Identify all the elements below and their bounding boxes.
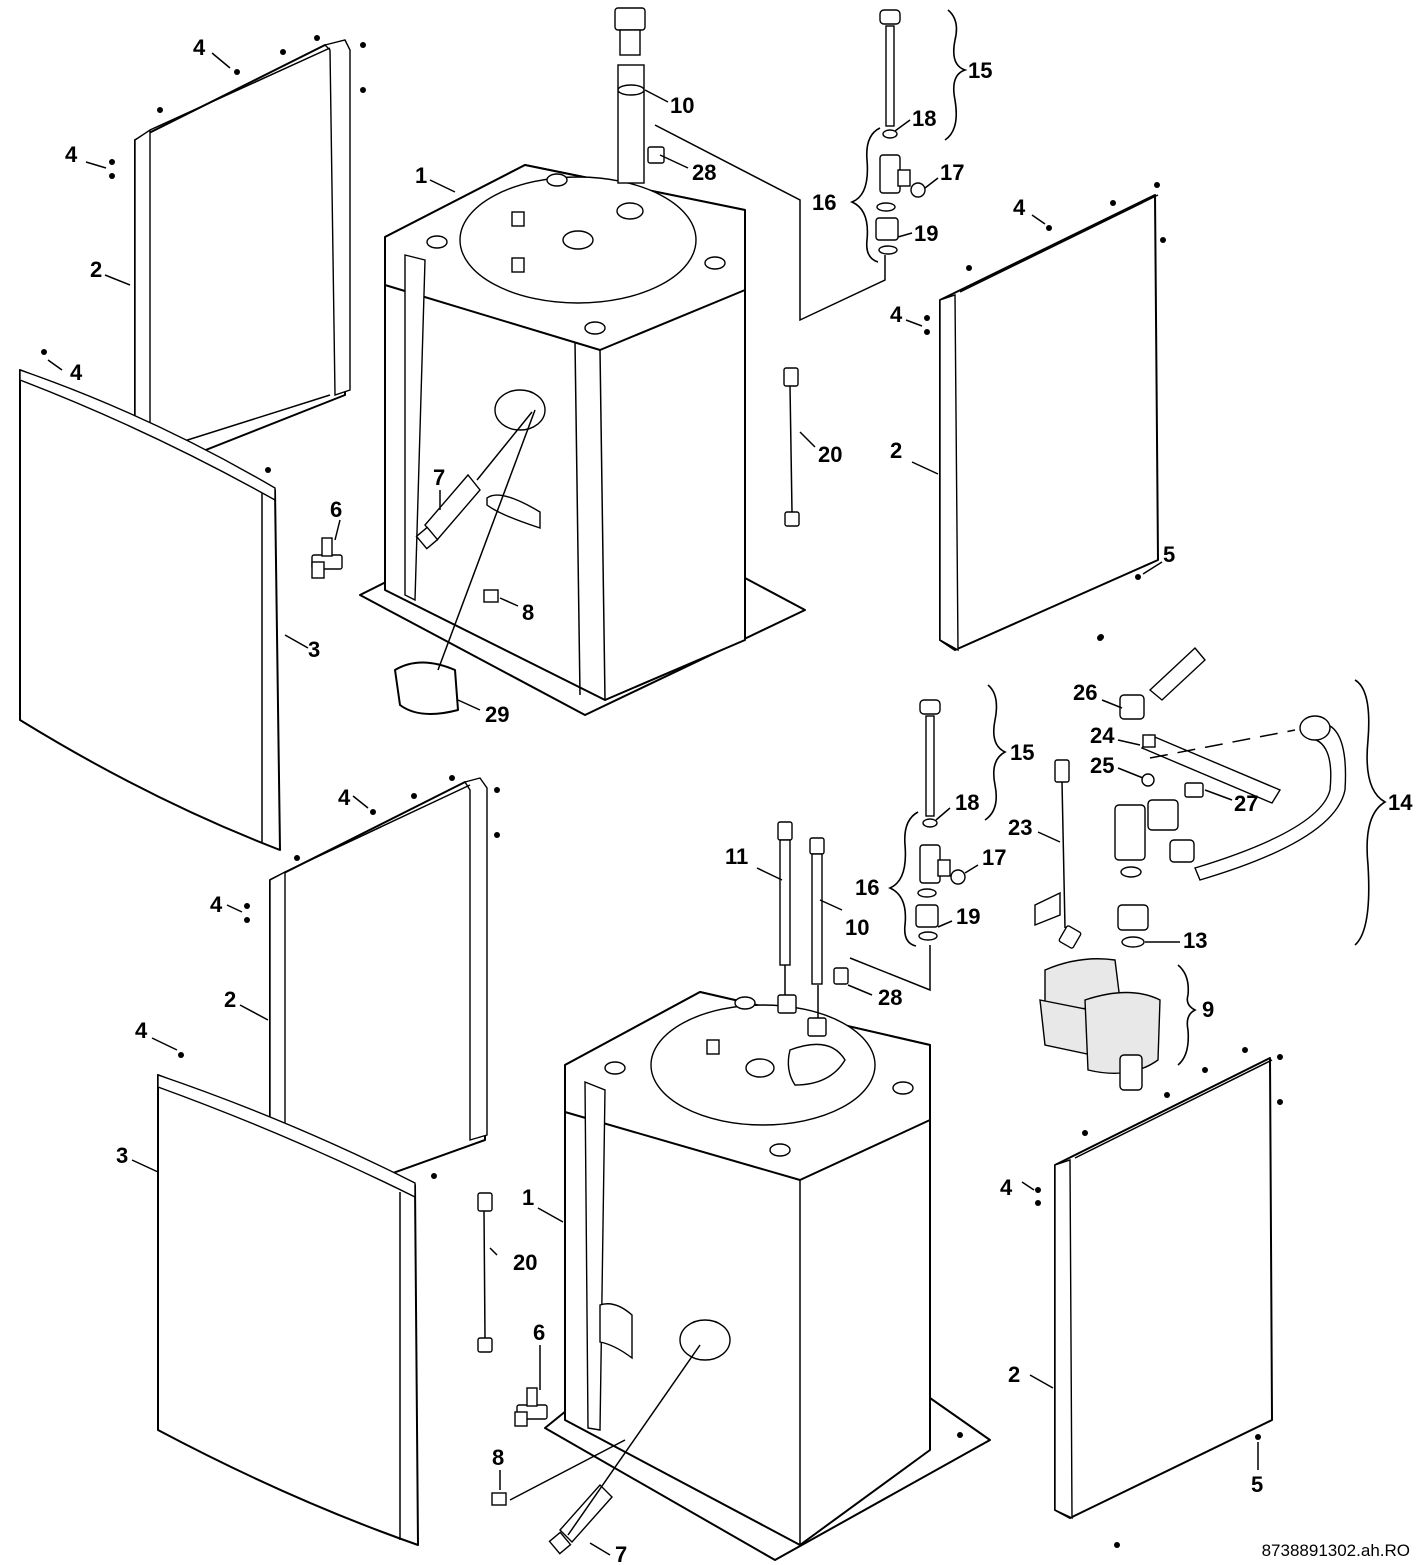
upper-pipe-route-line <box>654 124 886 322</box>
label-25: 25 <box>1090 753 1114 778</box>
label-10: 10 <box>845 915 869 940</box>
label-13: 13 <box>1183 928 1207 953</box>
label-2: 2 <box>890 438 902 463</box>
label-19: 19 <box>956 904 980 929</box>
label-28: 28 <box>692 160 716 185</box>
label-7: 7 <box>615 1542 627 1565</box>
label-2: 2 <box>224 987 236 1012</box>
label-3: 3 <box>308 637 320 662</box>
lower-part-6-drain-valve <box>514 1387 548 1427</box>
lower-brace-9 <box>1177 964 1197 1066</box>
label-16: 16 <box>855 875 879 900</box>
label-4: 4 <box>210 892 223 917</box>
label-1: 1 <box>522 1185 534 1210</box>
upper-part-29-cover <box>394 661 459 715</box>
label-2: 2 <box>90 257 102 282</box>
upper-part-28-fitting <box>647 146 665 164</box>
lower-valve-stack <box>915 699 966 941</box>
upper-part-6-drain-valve <box>311 537 343 579</box>
lower-part-8-clip <box>491 1492 507 1506</box>
label-10: 10 <box>670 93 694 118</box>
label-5: 5 <box>1251 1472 1263 1497</box>
upper-part-8-clip <box>483 589 499 603</box>
label-3: 3 <box>116 1143 128 1168</box>
lower-part-9-pump <box>1039 958 1161 1091</box>
lower-brace-16 <box>888 811 919 947</box>
upper-part-20-cable <box>783 367 800 527</box>
lower-pipe-route-line <box>849 945 931 992</box>
label-7: 7 <box>433 465 445 490</box>
label-20: 20 <box>818 442 842 467</box>
label-8: 8 <box>492 1445 504 1470</box>
lower-part-23-cable <box>1034 759 1082 949</box>
label-15: 15 <box>968 58 992 83</box>
lower-assembly <box>131 635 1387 1561</box>
lower-part-7-anode <box>548 1483 613 1555</box>
label-6: 6 <box>330 497 342 522</box>
label-4: 4 <box>1000 1175 1013 1200</box>
label-18: 18 <box>912 106 936 131</box>
upper-valve-stack <box>875 9 926 255</box>
label-27: 27 <box>1234 791 1258 816</box>
label-16: 16 <box>812 190 836 215</box>
upper-back-left-panel <box>134 39 351 471</box>
label-4: 4 <box>193 35 206 60</box>
label-2: 2 <box>1008 1362 1020 1387</box>
label-9: 9 <box>1202 997 1214 1022</box>
label-5: 5 <box>1163 542 1175 567</box>
upper-assembly <box>19 7 1166 851</box>
upper-screws <box>41 35 1166 640</box>
label-28: 28 <box>878 985 902 1010</box>
upper-part-10-pipe <box>614 7 646 184</box>
lower-labels: 4 4 2 4 3 1 20 6 8 7 11 10 28 15 18 17 1… <box>116 680 1413 1565</box>
upper-right-side-panel <box>939 194 1159 652</box>
upper-part-7-anode <box>415 473 481 550</box>
lower-front-curved-panel <box>157 1074 419 1546</box>
label-8: 8 <box>522 600 534 625</box>
figure-id-caption: 8738891302.ah.RO <box>1261 1541 1410 1560</box>
label-4: 4 <box>70 360 83 385</box>
upper-labels: 4 4 2 4 3 1 10 28 7 6 8 29 20 2 4 4 5 15… <box>65 35 1175 727</box>
lower-boiler-body <box>544 991 991 1561</box>
lower-screws <box>178 635 1283 1548</box>
label-4: 4 <box>65 142 78 167</box>
label-29: 29 <box>485 702 509 727</box>
label-18: 18 <box>955 790 979 815</box>
label-4: 4 <box>1013 195 1026 220</box>
upper-leader-lines <box>47 52 1163 711</box>
upper-brace-16 <box>849 127 881 263</box>
lower-pipes-11-10 <box>777 821 849 1037</box>
label-19: 19 <box>914 221 938 246</box>
upper-front-curved-panel <box>19 369 281 851</box>
lower-leader-lines <box>131 699 1259 1556</box>
label-6: 6 <box>533 1320 545 1345</box>
label-26: 26 <box>1073 680 1097 705</box>
label-15: 15 <box>1010 740 1034 765</box>
lower-part-14-pipe-assembly <box>1114 646 1347 948</box>
upper-boiler-body <box>359 164 806 716</box>
label-4: 4 <box>890 302 903 327</box>
label-4: 4 <box>135 1018 148 1043</box>
label-24: 24 <box>1090 723 1115 748</box>
label-11: 11 <box>725 844 748 869</box>
lower-brace-15 <box>984 684 1007 821</box>
label-4: 4 <box>338 785 351 810</box>
lower-right-side-panel <box>1054 1057 1273 1520</box>
label-23: 23 <box>1008 815 1032 840</box>
label-20: 20 <box>513 1250 537 1275</box>
label-17: 17 <box>940 160 964 185</box>
label-14: 14 <box>1388 790 1413 815</box>
lower-back-left-panel <box>269 777 488 1211</box>
lower-part-20-cable <box>477 1192 493 1353</box>
upper-brace-15 <box>944 9 968 141</box>
label-17: 17 <box>982 845 1006 870</box>
lower-brace-14 <box>1354 679 1387 946</box>
label-1: 1 <box>415 163 427 188</box>
